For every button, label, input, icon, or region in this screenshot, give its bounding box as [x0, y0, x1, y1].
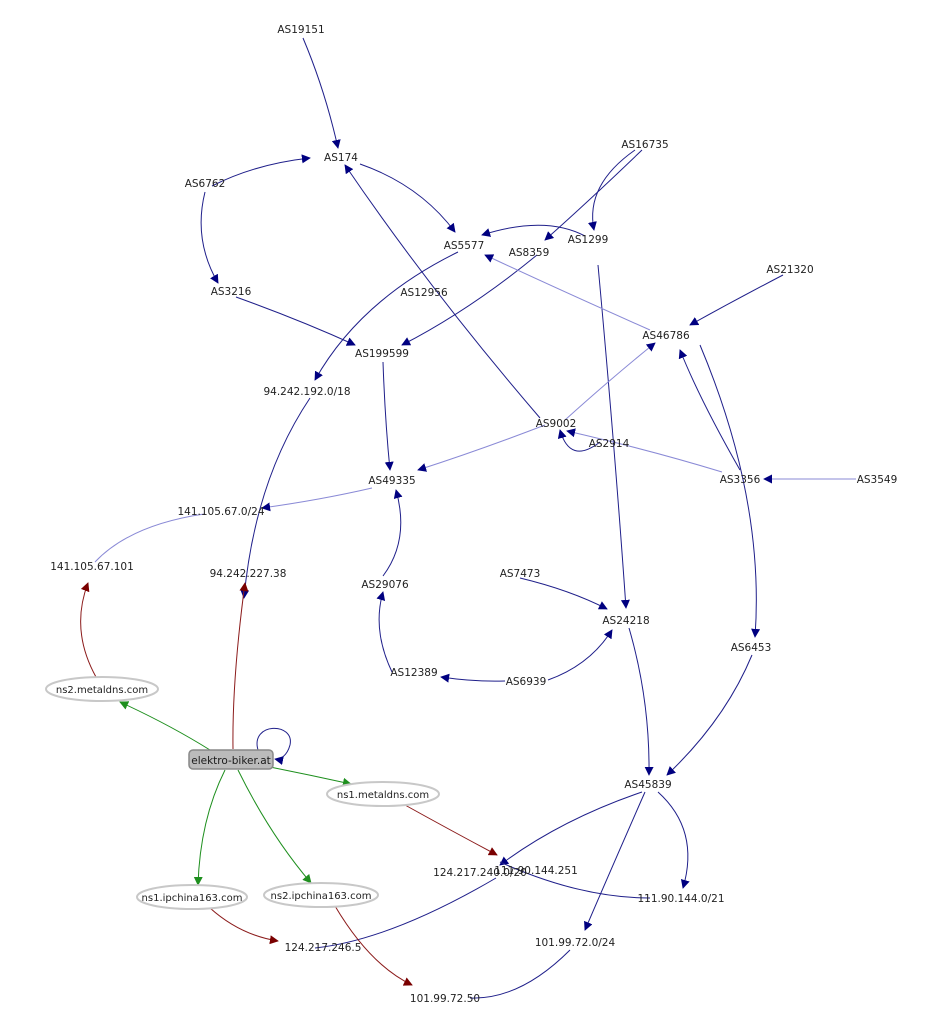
node-as6453: AS6453 — [731, 642, 772, 654]
node-as2914: AS2914 — [589, 438, 630, 450]
edge-net94-ip94 — [240, 397, 311, 599]
edge-ns2ipchina-ip101 — [334, 905, 413, 986]
ns2-metaldns-node[interactable] — [45, 676, 159, 702]
edge-as24218-as45839 — [628, 627, 654, 776]
node-as49335: AS49335 — [368, 475, 415, 487]
edge-ns1ipchina-ip124 — [209, 907, 279, 945]
ip-edges — [80, 582, 498, 986]
edge-as49335-net141 — [261, 487, 373, 512]
edge-net141-ip141 — [94, 513, 205, 563]
edge-domain-ip94 — [232, 582, 249, 750]
node-as1299: AS1299 — [568, 234, 609, 246]
edge-as3216-as199599 — [235, 296, 356, 346]
node-ip124-217-246-5: 124.217.246.5 — [285, 942, 362, 954]
domain-node[interactable] — [188, 749, 274, 770]
edge-as6939-as24218 — [547, 629, 613, 681]
edge-as45839-net101 — [584, 791, 646, 931]
edge-as1299-as24218 — [597, 264, 630, 609]
node-as3216: AS3216 — [211, 286, 252, 298]
node-domain: elektro-biker.at — [191, 755, 271, 767]
edge-as6762-as174 — [211, 154, 311, 187]
edge-as46786-as6453 — [699, 344, 761, 638]
node-ns1-ipchina: ns1.ipchina163.com — [142, 893, 243, 904]
edge-domain-ns2ipchina — [237, 769, 312, 884]
node-as16735: AS16735 — [621, 139, 668, 151]
node-ns2-ipchina: ns2.ipchina163.com — [271, 891, 372, 902]
node-as19151: AS19151 — [277, 24, 324, 36]
node-net94-242-192: 94.242.192.0/18 — [263, 386, 350, 398]
node-as8359: AS8359 — [509, 247, 550, 259]
edge-ns2metaldns-ip141 — [80, 582, 97, 678]
edge-as3356-as9002 — [566, 428, 723, 473]
node-labels: AS19151 AS174 AS6762 AS16735 AS5577 AS12… — [50, 24, 897, 1005]
node-as21320: AS21320 — [766, 264, 813, 276]
ns2-ipchina-node[interactable] — [263, 882, 379, 908]
edge-as46786-as5577 — [484, 254, 651, 331]
node-ns1-metaldns: ns1.metaldns.com — [337, 790, 429, 801]
as-edges — [200, 37, 784, 999]
node-as3549: AS3549 — [857, 474, 898, 486]
node-ns2-metaldns: ns2.metaldns.com — [56, 685, 148, 696]
node-ip141-105-67-101: 141.105.67.101 — [50, 561, 134, 573]
node-as174: AS174 — [324, 152, 358, 164]
edge-as45839-net111 — [657, 791, 690, 889]
node-net141-105-67: 141.105.67.0/24 — [177, 506, 264, 518]
ns1-ipchina-node[interactable] — [136, 884, 248, 910]
edge-as9002-as46786 — [564, 342, 656, 421]
node-ip101-99-72-50: 101.99.72.50 — [410, 993, 480, 1005]
edge-as9002-as49335 — [417, 424, 546, 472]
edge-as199599-as49335 — [382, 361, 394, 471]
edge-as29076-as49335 — [382, 489, 403, 577]
edge-as16735-as8359 — [544, 149, 643, 241]
edge-net111-ip111 — [499, 861, 651, 899]
node-as24218: AS24218 — [602, 615, 649, 627]
edge-as8359-as199599 — [401, 254, 538, 346]
edge-as3356-as46786 — [678, 349, 741, 471]
edge-as6762-as3216 — [200, 191, 219, 284]
edge-as21320-as46786 — [689, 274, 784, 326]
node-as3356: AS3356 — [720, 474, 761, 486]
edge-as1299-as5577 — [481, 224, 586, 237]
edge-domain-self-loop — [256, 727, 291, 765]
node-net111-90-144: 111.90.144.0/21 — [637, 893, 724, 905]
edge-as2914-as9002 — [557, 429, 601, 452]
node-as12956: AS12956 — [400, 287, 448, 299]
edge-as9002-as174 — [344, 164, 541, 419]
node-as5577: AS5577 — [444, 240, 485, 252]
node-ip111-90-144-251: 111.90.144.251 — [494, 865, 578, 877]
edge-net101-ip101 — [469, 949, 571, 999]
edge-as7473-as24218 — [519, 577, 608, 610]
edge-domain-ns1metaldns — [269, 766, 352, 787]
node-as6762: AS6762 — [185, 178, 226, 190]
edge-domain-ns2metaldns — [119, 701, 211, 751]
node-net124-217-240: 124.217.240.0/20 — [433, 867, 527, 879]
as-edges-light — [94, 254, 857, 563]
ns1-metaldns-node[interactable] — [326, 781, 440, 807]
edge-as19151-as174 — [302, 37, 341, 149]
edge-as6939-as12389 — [440, 673, 506, 683]
node-as45839: AS45839 — [624, 779, 671, 791]
node-as9002: AS9002 — [536, 418, 577, 430]
edge-as45839-net124 — [499, 791, 643, 866]
edge-ns1metaldns-ip111 — [404, 804, 498, 856]
node-net101-99-72: 101.99.72.0/24 — [535, 937, 616, 949]
node-ip94-242-227-38: 94.242.227.38 — [210, 568, 287, 580]
dns-edges — [119, 701, 352, 886]
node-as46786: AS46786 — [642, 330, 690, 342]
edge-net124-ip124 — [314, 877, 497, 949]
node-as12389: AS12389 — [390, 667, 437, 679]
edge-as6453-as45839 — [666, 654, 753, 776]
edge-as12389-as29076 — [376, 591, 393, 673]
edge-as174-as5577 — [359, 163, 456, 233]
edge-as16735-as1299 — [588, 149, 636, 231]
node-as29076: AS29076 — [361, 579, 409, 591]
node-as199599: AS199599 — [355, 348, 409, 360]
node-as7473: AS7473 — [500, 568, 541, 580]
edge-domain-ns1ipchina — [193, 769, 226, 886]
edge-as5577-net94 — [314, 251, 459, 381]
node-as6939: AS6939 — [506, 676, 547, 688]
